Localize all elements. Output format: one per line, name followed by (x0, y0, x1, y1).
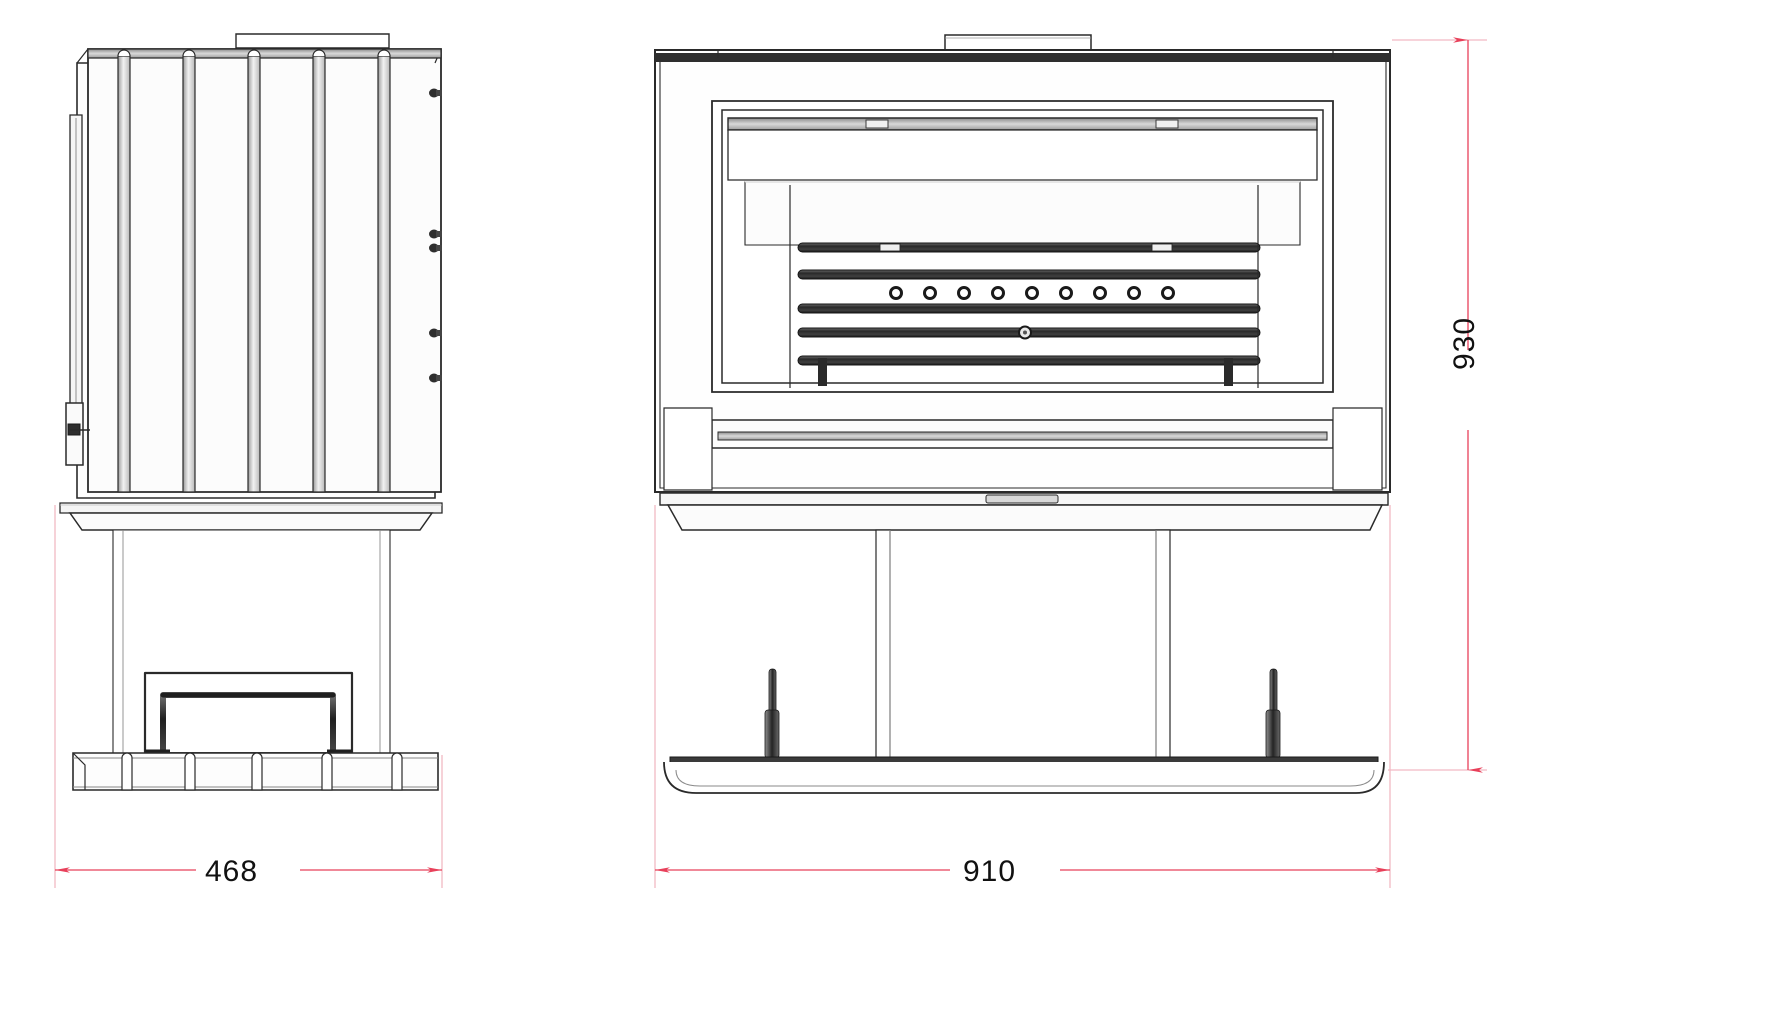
fin (247, 49, 261, 493)
dimension-910 (654, 505, 1391, 888)
dimension-label-front-height: 930 (1448, 316, 1481, 370)
side-base-plate (72, 752, 439, 791)
side-hearth-flange (59, 502, 443, 531)
fin (377, 49, 391, 493)
grate-bar (797, 303, 1261, 314)
fin (117, 49, 131, 493)
front-upright-pins (764, 668, 1281, 759)
fin (312, 49, 326, 493)
side-door-edge (65, 114, 90, 466)
front-base-tray (663, 756, 1385, 794)
bolt-boss (429, 243, 442, 253)
front-baffle-plate (727, 117, 1318, 181)
dimension-lines (54, 37, 1487, 888)
dimension-468 (54, 505, 443, 888)
upright-pin-left (764, 668, 780, 759)
side-pedestal (112, 529, 391, 771)
grate-bar (797, 242, 1261, 253)
grate-bar (797, 269, 1261, 280)
air-hole-row (889, 286, 1175, 300)
front-view (654, 34, 1391, 794)
front-corner-brackets (663, 407, 1383, 491)
base-rib (184, 752, 196, 791)
base-rib (251, 752, 263, 791)
front-firebox-back (744, 181, 1301, 246)
grate-bar (797, 355, 1261, 366)
front-pedestal-legs (875, 529, 1171, 763)
side-flue-collar (235, 33, 390, 49)
dimension-930 (1388, 37, 1487, 773)
side-bolt-bosses (429, 88, 442, 383)
base-rib (391, 752, 403, 791)
dimension-label-front-width: 910 (963, 855, 1017, 888)
base-rib (121, 752, 133, 791)
side-view (59, 33, 443, 791)
bolt-boss (429, 88, 442, 98)
pedestal-leg-left (875, 529, 891, 763)
front-ash-pan-door (711, 419, 1334, 449)
front-inner-posts (789, 185, 1259, 388)
bolt-boss (429, 229, 442, 239)
front-hearth-flange (659, 492, 1389, 531)
pedestal-leg-right (1155, 529, 1171, 763)
grate-bar-with-center-pivot (797, 325, 1261, 340)
side-cooling-fins (117, 49, 391, 493)
upright-pin-right (1265, 668, 1281, 759)
front-grate-bars (797, 242, 1261, 366)
bolt-boss (429, 373, 442, 383)
base-rib (321, 752, 333, 791)
fin (182, 49, 196, 493)
dimension-label-side-width: 468 (205, 855, 259, 888)
bolt-boss (429, 328, 442, 338)
